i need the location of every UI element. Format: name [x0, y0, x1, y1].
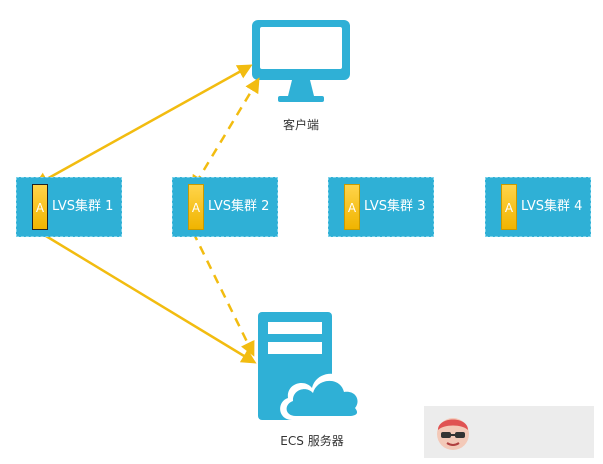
cluster-badge: A — [344, 184, 360, 230]
watermark — [424, 406, 594, 458]
mascot-icon — [437, 418, 469, 450]
cluster-badge: A — [188, 184, 204, 230]
cluster-lvs-4: A LVS集群 4 — [485, 177, 591, 237]
cluster-lvs-1: A LVS集群 1 — [16, 177, 122, 237]
cluster-badge: A — [32, 184, 48, 230]
client-label: 客户端 — [282, 118, 319, 132]
cluster-badge: A — [501, 184, 517, 230]
arrow-client-cluster2 — [191, 77, 260, 191]
cluster-lvs-2: A LVS集群 2 — [172, 177, 278, 237]
arrow-client-cluster1 — [33, 64, 253, 187]
arrow-cluster2-server — [191, 231, 255, 357]
monitor-icon — [252, 20, 350, 102]
server-label: ECS 服务器 — [280, 434, 344, 448]
cluster-lvs-3: A LVS集群 3 — [328, 177, 434, 237]
arrow-cluster1-server — [35, 228, 257, 364]
cluster-label: LVS集群 3 — [364, 199, 426, 214]
cloud-server-icon — [258, 312, 364, 420]
cluster-label: LVS集群 2 — [208, 199, 270, 214]
cluster-label: LVS集群 1 — [52, 199, 114, 214]
cluster-label: LVS集群 4 — [521, 199, 583, 214]
